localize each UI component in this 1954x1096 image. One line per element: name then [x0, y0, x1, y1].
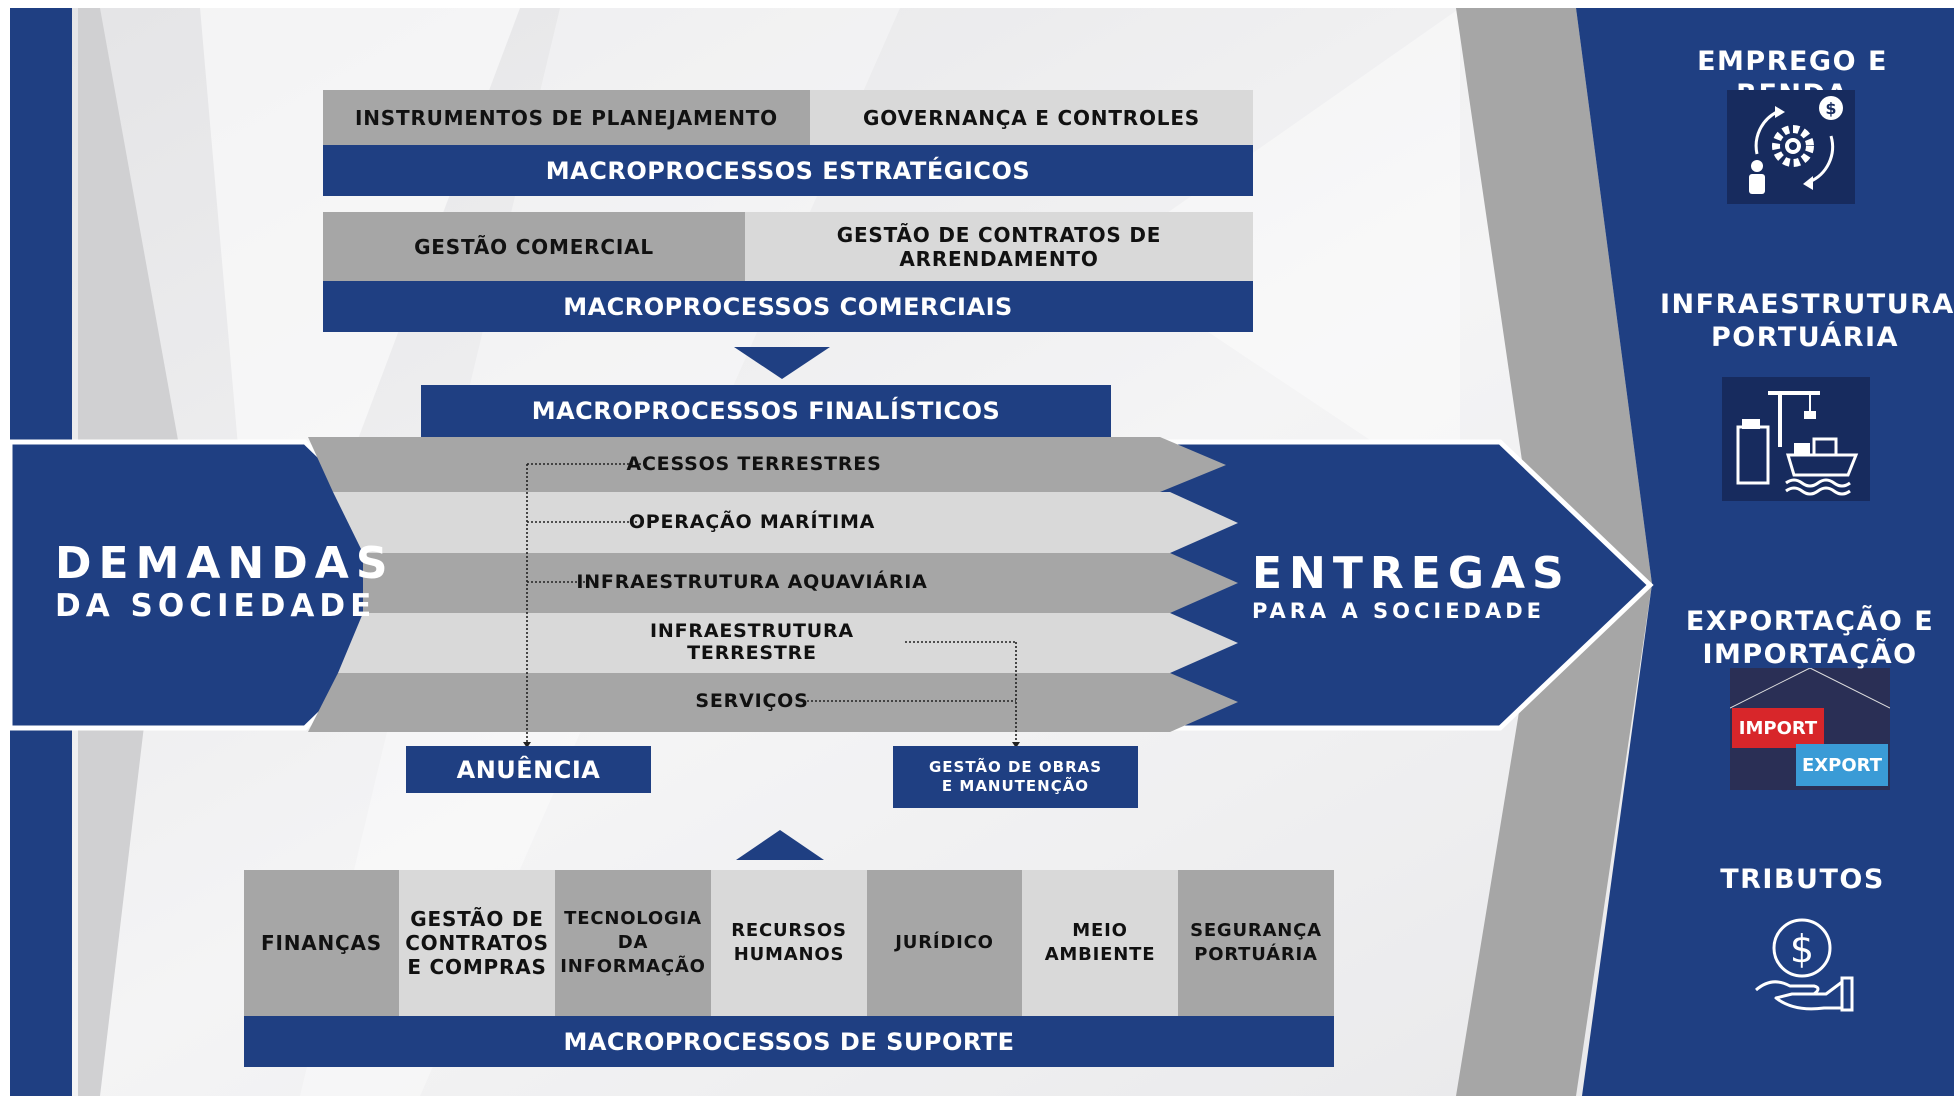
commercial-group: GESTÃO COMERCIAL GESTÃO DE CONTRATOS DE …: [323, 212, 1253, 332]
strategic-title-bar: MACROPROCESSOS ESTRATÉGICOS: [323, 145, 1253, 196]
support-title-bar: MACROPROCESSOS DE SUPORTE: [244, 1016, 1334, 1067]
demandas-line1: DEMANDAS: [55, 538, 395, 589]
entregas-line2: PARA A SOCIEDADE: [1252, 599, 1546, 623]
commercial-item-lease-contracts: GESTÃO DE CONTRATOS DE ARRENDAMENTO: [745, 212, 1253, 281]
lane-label-servicos: SERVIÇOS: [695, 690, 809, 712]
strategic-item-planning: INSTRUMENTOS DE PLANEJAMENTO: [323, 90, 810, 145]
down-arrow-icon: [734, 347, 830, 379]
support-item-ti: TECNOLOGIA DA INFORMAÇÃO: [555, 870, 711, 1016]
export-tag: EXPORT: [1796, 744, 1888, 786]
lane-2: [333, 492, 1238, 553]
commercial-title-bar: MACROPROCESSOS COMERCIAIS: [323, 281, 1253, 332]
lane-label-aquaviaria: INFRAESTRUTURA AQUAVIÁRIA: [576, 571, 928, 593]
support-item-juridico: JURÍDICO: [867, 870, 1022, 1016]
import-export-containers-icon: IMPORT EXPORT: [1730, 668, 1890, 790]
support-item-rh: RECURSOS HUMANOS: [711, 870, 867, 1016]
lane-4: [338, 613, 1238, 673]
outcome-title-infraestrutura: INFRAESTRUTURA PORTUÁRIA: [1660, 289, 1954, 353]
lane-5: [308, 673, 1238, 732]
lane-label-operacao: OPERAÇÃO MARÍTIMA: [628, 511, 876, 533]
svg-text:$: $: [1790, 927, 1814, 971]
support-item-financas: FINANÇAS: [244, 870, 399, 1016]
anuencia-box: ANUÊNCIA: [406, 746, 651, 793]
up-arrow-icon: [736, 830, 824, 860]
demandas-line2: DA SOCIEDADE: [55, 588, 377, 624]
port-crane-ship-icon: [1722, 377, 1870, 501]
connector-lines: [526, 463, 1017, 742]
strategic-item-governance: GOVERNANÇA E CONTROLES: [810, 90, 1253, 145]
commercial-item-management: GESTÃO COMERCIAL: [323, 212, 745, 281]
entregas-line1: ENTREGAS: [1252, 548, 1571, 599]
entregas-label: ENTREGAS PARA A SOCIEDADE: [1252, 548, 1571, 624]
hand-coin-icon: $: [1755, 918, 1854, 1012]
lane-1: [308, 437, 1226, 492]
outcome-title-exportacao: EXPORTAÇÃO E IMPORTAÇÃO: [1685, 606, 1935, 670]
lane-label-acessos: ACESSOS TERRESTRES: [626, 453, 882, 475]
obras-manutencao-box: GESTÃO DE OBRAS E MANUTENÇÃO: [893, 746, 1138, 808]
strategic-group: INSTRUMENTOS DE PLANEJAMENTO GOVERNANÇA …: [323, 90, 1253, 196]
outcome-title-tributos: TRIBUTOS: [1720, 864, 1885, 895]
lane-label-terrestre: INFRAESTRUTURA TERRESTRE: [650, 620, 854, 664]
import-tag: IMPORT: [1732, 708, 1824, 748]
support-group: FINANÇAS GESTÃO DE CONTRATOS E COMPRAS T…: [244, 870, 1334, 1067]
demandas-label: DEMANDAS DA SOCIEDADE: [55, 538, 395, 625]
lane-3: [363, 553, 1238, 613]
support-item-contratos: GESTÃO DE CONTRATOS E COMPRAS: [399, 870, 555, 1016]
svg-text:$: $: [1825, 99, 1836, 118]
money-gear-cycle-icon: $: [1727, 90, 1855, 204]
finalistic-title-bar: MACROPROCESSOS FINALÍSTICOS: [421, 385, 1111, 437]
support-item-meio-ambiente: MEIO AMBIENTE: [1022, 870, 1178, 1016]
support-item-seguranca: SEGURANÇA PORTUÁRIA: [1178, 870, 1334, 1016]
